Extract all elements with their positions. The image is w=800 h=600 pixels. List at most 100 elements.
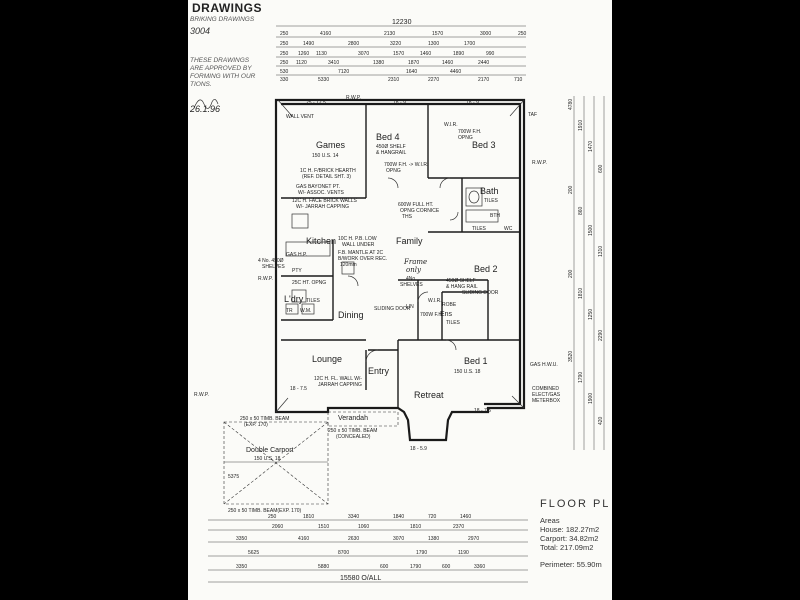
dim-label: 250 <box>280 51 289 57</box>
room-bed2: Bed 2 <box>474 264 498 274</box>
dim-label: 5625 <box>248 550 259 556</box>
note-rwp: R.W.P. <box>532 160 547 166</box>
dim-label: 1380 <box>428 536 439 542</box>
dim-label: 330 <box>280 77 289 83</box>
note-tr: TR <box>286 308 293 314</box>
note-mantle: B/WORK OVER REC. <box>338 256 387 262</box>
dim-label: 1300 <box>428 41 439 47</box>
dim-label: 4160 <box>320 31 331 37</box>
room-bed1: Bed 1 <box>464 356 488 366</box>
note-low-wall: 10C H. P.B. LOW <box>338 236 377 242</box>
dim-label: 1470 <box>588 141 594 152</box>
area-total: Total: 217.09m2 <box>540 543 594 552</box>
room-games-note: 150 U.S. 14 <box>312 153 339 159</box>
dim-label: 420 <box>598 416 604 425</box>
dim-label: 2630 <box>348 536 359 542</box>
dim-label: 600 <box>598 164 604 173</box>
dim-label: 5330 <box>318 77 329 83</box>
dim-label: 2060 <box>272 524 283 530</box>
room-laundry: L'dry <box>284 294 304 304</box>
note-shelves: 4 No. 450Ø <box>258 258 284 264</box>
note-lounge-wall: 12C H. FL. WALL W/- <box>314 376 362 382</box>
dim-label: 1570 <box>393 51 404 57</box>
dim-label: 1460 <box>460 514 471 520</box>
note-lounge-wall: JARRAH CAPPING <box>318 382 362 388</box>
house-walls <box>274 98 526 442</box>
floor-plan: 12230 250 4160 2130 1570 3000 250 250 14… <box>193 19 605 583</box>
note-gas-hwu: GAS H.W.U. <box>530 362 558 368</box>
dim-label: 1900 <box>588 393 594 404</box>
room-bed4-note: & HANGRAIL <box>376 150 407 156</box>
note-rwp: R.W.P. <box>194 392 209 398</box>
dim-label: 530 <box>280 69 289 75</box>
dim-label: 1500 <box>588 225 594 236</box>
note-wm: W.M. <box>300 308 311 314</box>
dim-label: 1310 <box>598 246 604 257</box>
room-carport-note: 150 U.S. 18 <box>254 456 281 462</box>
dim-label: 720 <box>428 514 437 520</box>
dim-label: 3520 <box>568 351 574 362</box>
note-rwp: R.W.P. <box>258 276 273 282</box>
dim-label: 250 <box>518 31 527 37</box>
dim-label: 250 <box>268 514 277 520</box>
dim-label: 1460 <box>420 51 431 57</box>
dim-label: 2310 <box>388 77 399 83</box>
top-dimensions: 12230 250 4160 2130 1570 3000 250 250 14… <box>276 19 527 83</box>
note-pitch: 18 - 5.9 <box>410 446 427 452</box>
dim-label: 1790 <box>410 564 421 570</box>
stamp-line: THESE DRAWINGS <box>190 57 250 64</box>
note-robe: ROBE <box>442 302 457 308</box>
dim-overall-bottom: 15580 O/ALL <box>340 575 381 582</box>
dim-label: 600 <box>442 564 451 570</box>
dim-label: 1190 <box>458 550 469 556</box>
room-bath-bth: BTH <box>490 213 500 219</box>
note-gas: GAS BAYONET PT. <box>296 184 340 190</box>
room-bed3: Bed 3 <box>472 140 496 150</box>
drawing-sheet: DRAWINGS BRIKING DRAWINGS 3004 THESE DRA… <box>188 0 612 600</box>
dim-label: 710 <box>514 77 523 83</box>
note-wir: W.I.R. <box>444 122 458 128</box>
note-wir: W.I.R. <box>428 298 442 304</box>
dim-label: 2130 <box>384 31 395 37</box>
note-wall-vent: WALL VENT <box>286 114 314 120</box>
dim-label: 3360 <box>474 564 485 570</box>
note-face-brick: 12C H. FACE BRICK WALLS <box>292 198 357 204</box>
dim-label: 1460 <box>442 60 453 66</box>
dim-label: 1490 <box>303 41 314 47</box>
note-frame-only: Frame <box>403 258 427 266</box>
dim-label: 3340 <box>348 514 359 520</box>
dim-label: 200 <box>568 269 574 278</box>
dim-label: 250 <box>280 41 289 47</box>
room-bed2-note: & HANG RAIL <box>446 284 478 290</box>
dim-label: 4460 <box>450 69 461 75</box>
note-beam: 250 x 50 TIMB. BEAM <box>328 428 377 434</box>
note-meterbox: METERBOX <box>532 398 561 404</box>
right-dimensions <box>573 96 605 450</box>
signature-mark <box>193 99 219 109</box>
approval-stamp: DRAWINGS BRIKING DRAWINGS 3004 THESE DRA… <box>188 0 272 120</box>
room-bed4-note: 450Ø SHELF <box>376 144 406 150</box>
room-kitchen: Kitchen <box>306 236 336 246</box>
dim-label: 4160 <box>298 536 309 542</box>
note-opng: 700W F.H. <box>420 312 443 318</box>
note-beam: 250 x 50 TIMB. BEAM(EXP. 170) <box>228 508 302 514</box>
note-roof-pitch: 18 - 9 <box>393 100 406 106</box>
room-bed1-note: 150 U.S. 18 <box>454 369 481 375</box>
stamp-line: ARE APPROVED BY <box>190 65 252 72</box>
note-hearth: (REF. DETAIL SHT. 3) <box>302 174 351 180</box>
dim-label: 3220 <box>390 41 401 47</box>
dim-label: 1570 <box>432 31 443 37</box>
note-roof-pitch: 25 - 12.5 <box>306 100 326 106</box>
note-rwp: R.W.P. <box>346 95 361 101</box>
dim-label: 1640 <box>406 69 417 75</box>
room-bed2-note: SLIDING DOOR <box>462 290 499 296</box>
dim-label: 200 <box>568 185 574 194</box>
stamp-line: FORMING WITH OUR <box>190 73 256 80</box>
area-house: House: 182.27m2 <box>540 525 600 534</box>
dim-label: 1890 <box>453 51 464 57</box>
dim-label: 7120 <box>338 69 349 75</box>
dim-label: 2970 <box>468 536 479 542</box>
note-pitch: 18 - 7.5 <box>474 408 491 414</box>
dim-label: 5375 <box>228 474 239 480</box>
room-entry: Entry <box>368 366 390 376</box>
